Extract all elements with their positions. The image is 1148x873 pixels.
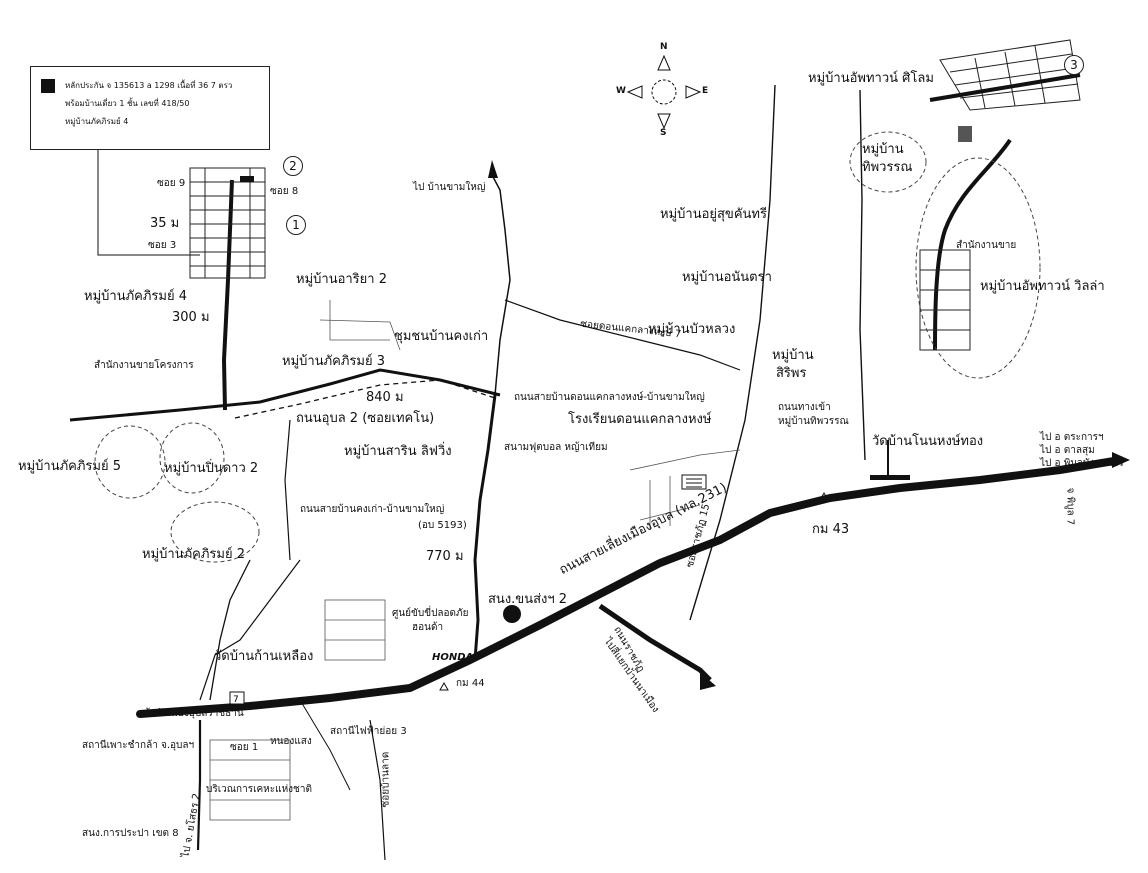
label-water-office: สนง.การประปา เขต 8 [82, 828, 179, 839]
compass-w: W [616, 86, 626, 96]
label-dist35: 35 ม [150, 216, 180, 231]
label-yoosuk: หมู่บ้านอยู่สุขคันทรี [660, 207, 767, 222]
compass-s: S [660, 128, 667, 138]
label-area-uni: บริเวณการเคหะแห่งชาติ [206, 784, 312, 795]
label-to-prakarn: ไป อ ตระการฯ [1040, 432, 1104, 443]
village-grid-pakpirom4 [189, 167, 266, 279]
label-chumchon: ชุมชนบ้านคงเก่า [394, 329, 489, 344]
label-pakpirom5: หมู่บ้านภัคภิรมย์ 5 [18, 459, 121, 474]
compass-rose: N S W E [616, 42, 712, 138]
label-soi9: ซอย 9 [157, 178, 186, 189]
label-to-city-west: เข้าตัวเมืองอุบลราชธานี [140, 708, 244, 719]
label-soi-bottom: ซอยบ้านลาด [380, 751, 392, 808]
road-kongkao [473, 394, 497, 661]
label-tipworn-1: หมู่บ้าน [862, 142, 904, 157]
svg-text:7: 7 [233, 695, 239, 705]
legend-swatch [41, 79, 55, 93]
label-station-jubu: สถานีเพาะชำกล้า จ.อุบลฯ [82, 740, 195, 751]
legend-line-2: พร้อมบ้านเดี่ยว 1 ชั้น เลขที่ 418/50 [65, 99, 190, 108]
label-aphatwaun-top: หมู่บ้านอัพทาวน์ ศิโลม [808, 71, 934, 86]
label-j-display: จ พิบูล 7 [1064, 487, 1076, 526]
label-dist770: 770 ม [426, 549, 464, 564]
village-grid-aphatwaun [939, 39, 1081, 111]
label-safety-1: ศูนย์ขับขี่ปลอดภัย [392, 608, 469, 619]
label-dist300: 300 ม [172, 310, 210, 325]
label-sawan: สนามฟุตบอล หญ้าเทียม [504, 442, 608, 453]
road-khamyai [491, 174, 511, 396]
legend-line-3: หมู่บ้านภัคภิรมย์ 4 [65, 117, 129, 126]
label-school-donkae: โรงเรียนดอนแคกลางหงษ์ [568, 412, 712, 427]
label-kaen-tang: หนองแสง [270, 736, 312, 747]
label-honda: HONDA [432, 652, 474, 663]
label-office: สำนักงานขายโครงการ [94, 360, 194, 371]
label-rd1: ซอย 1 [230, 742, 259, 753]
label-pakpirom4: หมู่บ้านภัคภิรมย์ 4 [84, 289, 187, 304]
label-to-pibun: ไป อ พิบูลมังสาหาร [1040, 458, 1124, 469]
label-pakpirom3: หมู่บ้านภัคภิรมย์ 3 [282, 354, 385, 369]
label-road-donkae: ถนนสายบ้านดอนแคกลางหงษ์-บ้านขามใหญ่ [514, 392, 705, 403]
label-pinpudao2: หมู่บ้านปิ่นดาว 2 [164, 461, 259, 476]
label-safety-2: ฮอนด้า [412, 622, 444, 633]
compass-n: N [660, 42, 668, 52]
label-bua-luang: หมู่บ้านบัวหลวง [648, 322, 736, 337]
label-snk2: สนง.ขนส่งฯ 2 [488, 592, 568, 607]
label-to-khamyai: ไป บ้านขามใหญ่ [413, 182, 486, 193]
legend-box: หลักประกัน จ 135613 a 1298 เนื้อที่ 36 7… [30, 66, 270, 150]
label-aphatwaun: หมู่บ้านอัพทาวน์ วิลล่า [980, 279, 1105, 294]
label-pakpirom2: หมู่บ้านภัคภิรมย์ 2 [142, 547, 245, 562]
label-sarin: หมู่บ้านสาริน ลิฟวิ่ง [344, 444, 452, 459]
label-road-tipworn-2: หมู่บ้านทิพวรรณ [778, 416, 849, 427]
bypass-road [136, 456, 1124, 718]
label-ariya2: หมู่บ้านอาริยา 2 [296, 272, 387, 287]
label-road-kongkao: ถนนสายบ้านคงเก่า-บ้านขามใหญ่ [300, 504, 445, 515]
legend-line-1: หลักประกัน จ 135613 a 1298 เนื้อที่ 36 7… [65, 81, 233, 90]
label-siriporn-2: สิริพร [776, 366, 807, 381]
label-km43: กม 43 [812, 522, 850, 537]
label-road-tipworn: ถนนทางเข้า [778, 402, 831, 413]
label-soi3: ซอย 3 [148, 240, 177, 251]
label-wat-khamliang: วัดบ้านก้านเหลือง [214, 649, 314, 664]
label-road-ubon2: ถนนอุบล 2 (ซอยเทคโน) [296, 411, 435, 426]
marker-2: 2 [283, 156, 303, 176]
compass-e: E [702, 86, 709, 96]
label-anantra: หมู่บ้านอนันตรา [682, 270, 772, 285]
label-siriporn-1: หมู่บ้าน [772, 348, 814, 363]
label-dist840: 840 ม [366, 390, 404, 405]
marker-1: 1 [286, 215, 306, 235]
label-km44: กม 44 [456, 678, 485, 689]
marker-3: 3 [1064, 55, 1084, 75]
label-ptt-station: สถานีไฟฟ้าย่อย 3 [330, 726, 407, 737]
ratchaphat-road [598, 603, 712, 682]
label-wat-nonghong: วัดบ้านโนนหงษ์ทอง [872, 434, 984, 449]
label-tipworn-2: ทิพวรรณ [862, 160, 913, 175]
label-road-kongkao-code: (อบ 5193) [418, 520, 467, 531]
label-sales-office: สำนักงานขาย [956, 240, 1017, 251]
ubon2-road [69, 368, 501, 422]
label-to-tansum: ไป อ ตาลสุม [1040, 445, 1095, 456]
label-soi8: ซอย 8 [270, 186, 299, 197]
